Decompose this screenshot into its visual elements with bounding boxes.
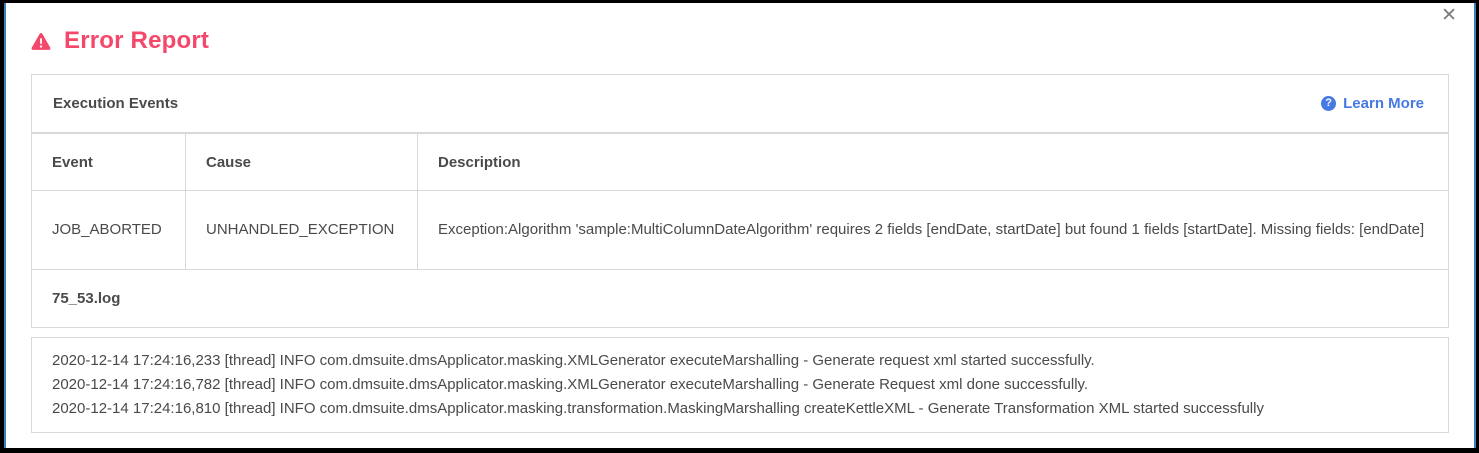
log-file-row: 75_53.log bbox=[31, 269, 1449, 328]
frame-right-accent bbox=[1474, 3, 1476, 448]
column-header-event: Event bbox=[31, 133, 186, 191]
log-line: 2020-12-14 17:24:16,233 [thread] INFO co… bbox=[52, 352, 1095, 369]
log-line: 2020-12-14 17:24:16,810 [thread] INFO co… bbox=[52, 400, 1264, 417]
table-header-row: Event Cause Description bbox=[31, 133, 1449, 191]
execution-events-panel: Execution Events ? Learn More bbox=[31, 74, 1449, 133]
help-circle-icon: ? bbox=[1321, 96, 1337, 111]
page-title: Error Report bbox=[64, 27, 210, 54]
learn-more-link[interactable]: ? Learn More bbox=[1321, 95, 1424, 112]
column-header-cause: Cause bbox=[185, 133, 418, 191]
warning-triangle-icon bbox=[31, 32, 51, 51]
panel-title: Execution Events bbox=[53, 95, 179, 112]
cause-cell: UNHANDLED_EXCEPTION bbox=[185, 190, 418, 270]
execution-events-table: Event Cause Description JOB_ABORTED UNHA… bbox=[31, 133, 1449, 328]
close-icon[interactable]: ✕ bbox=[1441, 5, 1457, 26]
learn-more-label: Learn More bbox=[1343, 95, 1424, 112]
log-output: 2020-12-14 17:24:16,233 [thread] INFO co… bbox=[31, 337, 1449, 433]
frame-left-accent bbox=[4, 3, 6, 448]
table-row: JOB_ABORTED UNHANDLED_EXCEPTION Exceptio… bbox=[31, 190, 1449, 270]
description-cell: Exception:Algorithm 'sample:MultiColumnD… bbox=[417, 190, 1449, 270]
log-file-name: 75_53.log bbox=[31, 269, 1449, 328]
log-line: 2020-12-14 17:24:16,782 [thread] INFO co… bbox=[52, 376, 1089, 393]
column-header-description: Description bbox=[417, 133, 1449, 191]
modal-content: Error Report Execution Events ? Learn Mo… bbox=[31, 3, 1449, 433]
modal-header: Error Report bbox=[31, 3, 1449, 55]
event-cell: JOB_ABORTED bbox=[31, 190, 186, 270]
